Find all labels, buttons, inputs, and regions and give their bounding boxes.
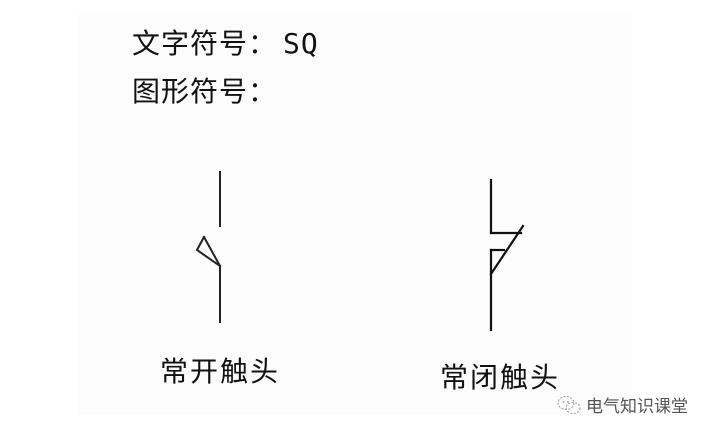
- text-symbol-label: 文字符号：: [132, 27, 278, 60]
- normally-closed-contact-icon: [489, 178, 525, 332]
- text-symbol-line: 文字符号：SQ: [132, 22, 319, 62]
- wechat-icon: [557, 395, 581, 414]
- graphic-symbol-label: 图形符号：: [132, 75, 278, 108]
- normally-open-caption: 常开触头: [160, 355, 281, 388]
- graphic-symbol-line: 图形符号：: [132, 70, 277, 110]
- text-symbol-value: SQ: [283, 27, 319, 60]
- diagram-panel: [78, 12, 632, 415]
- watermark: 电气知识课堂: [556, 392, 688, 417]
- normally-closed-caption: 常闭触头: [440, 361, 561, 394]
- watermark-text: 电气知识课堂: [586, 397, 688, 417]
- normally-open-contact-icon: [195, 171, 222, 323]
